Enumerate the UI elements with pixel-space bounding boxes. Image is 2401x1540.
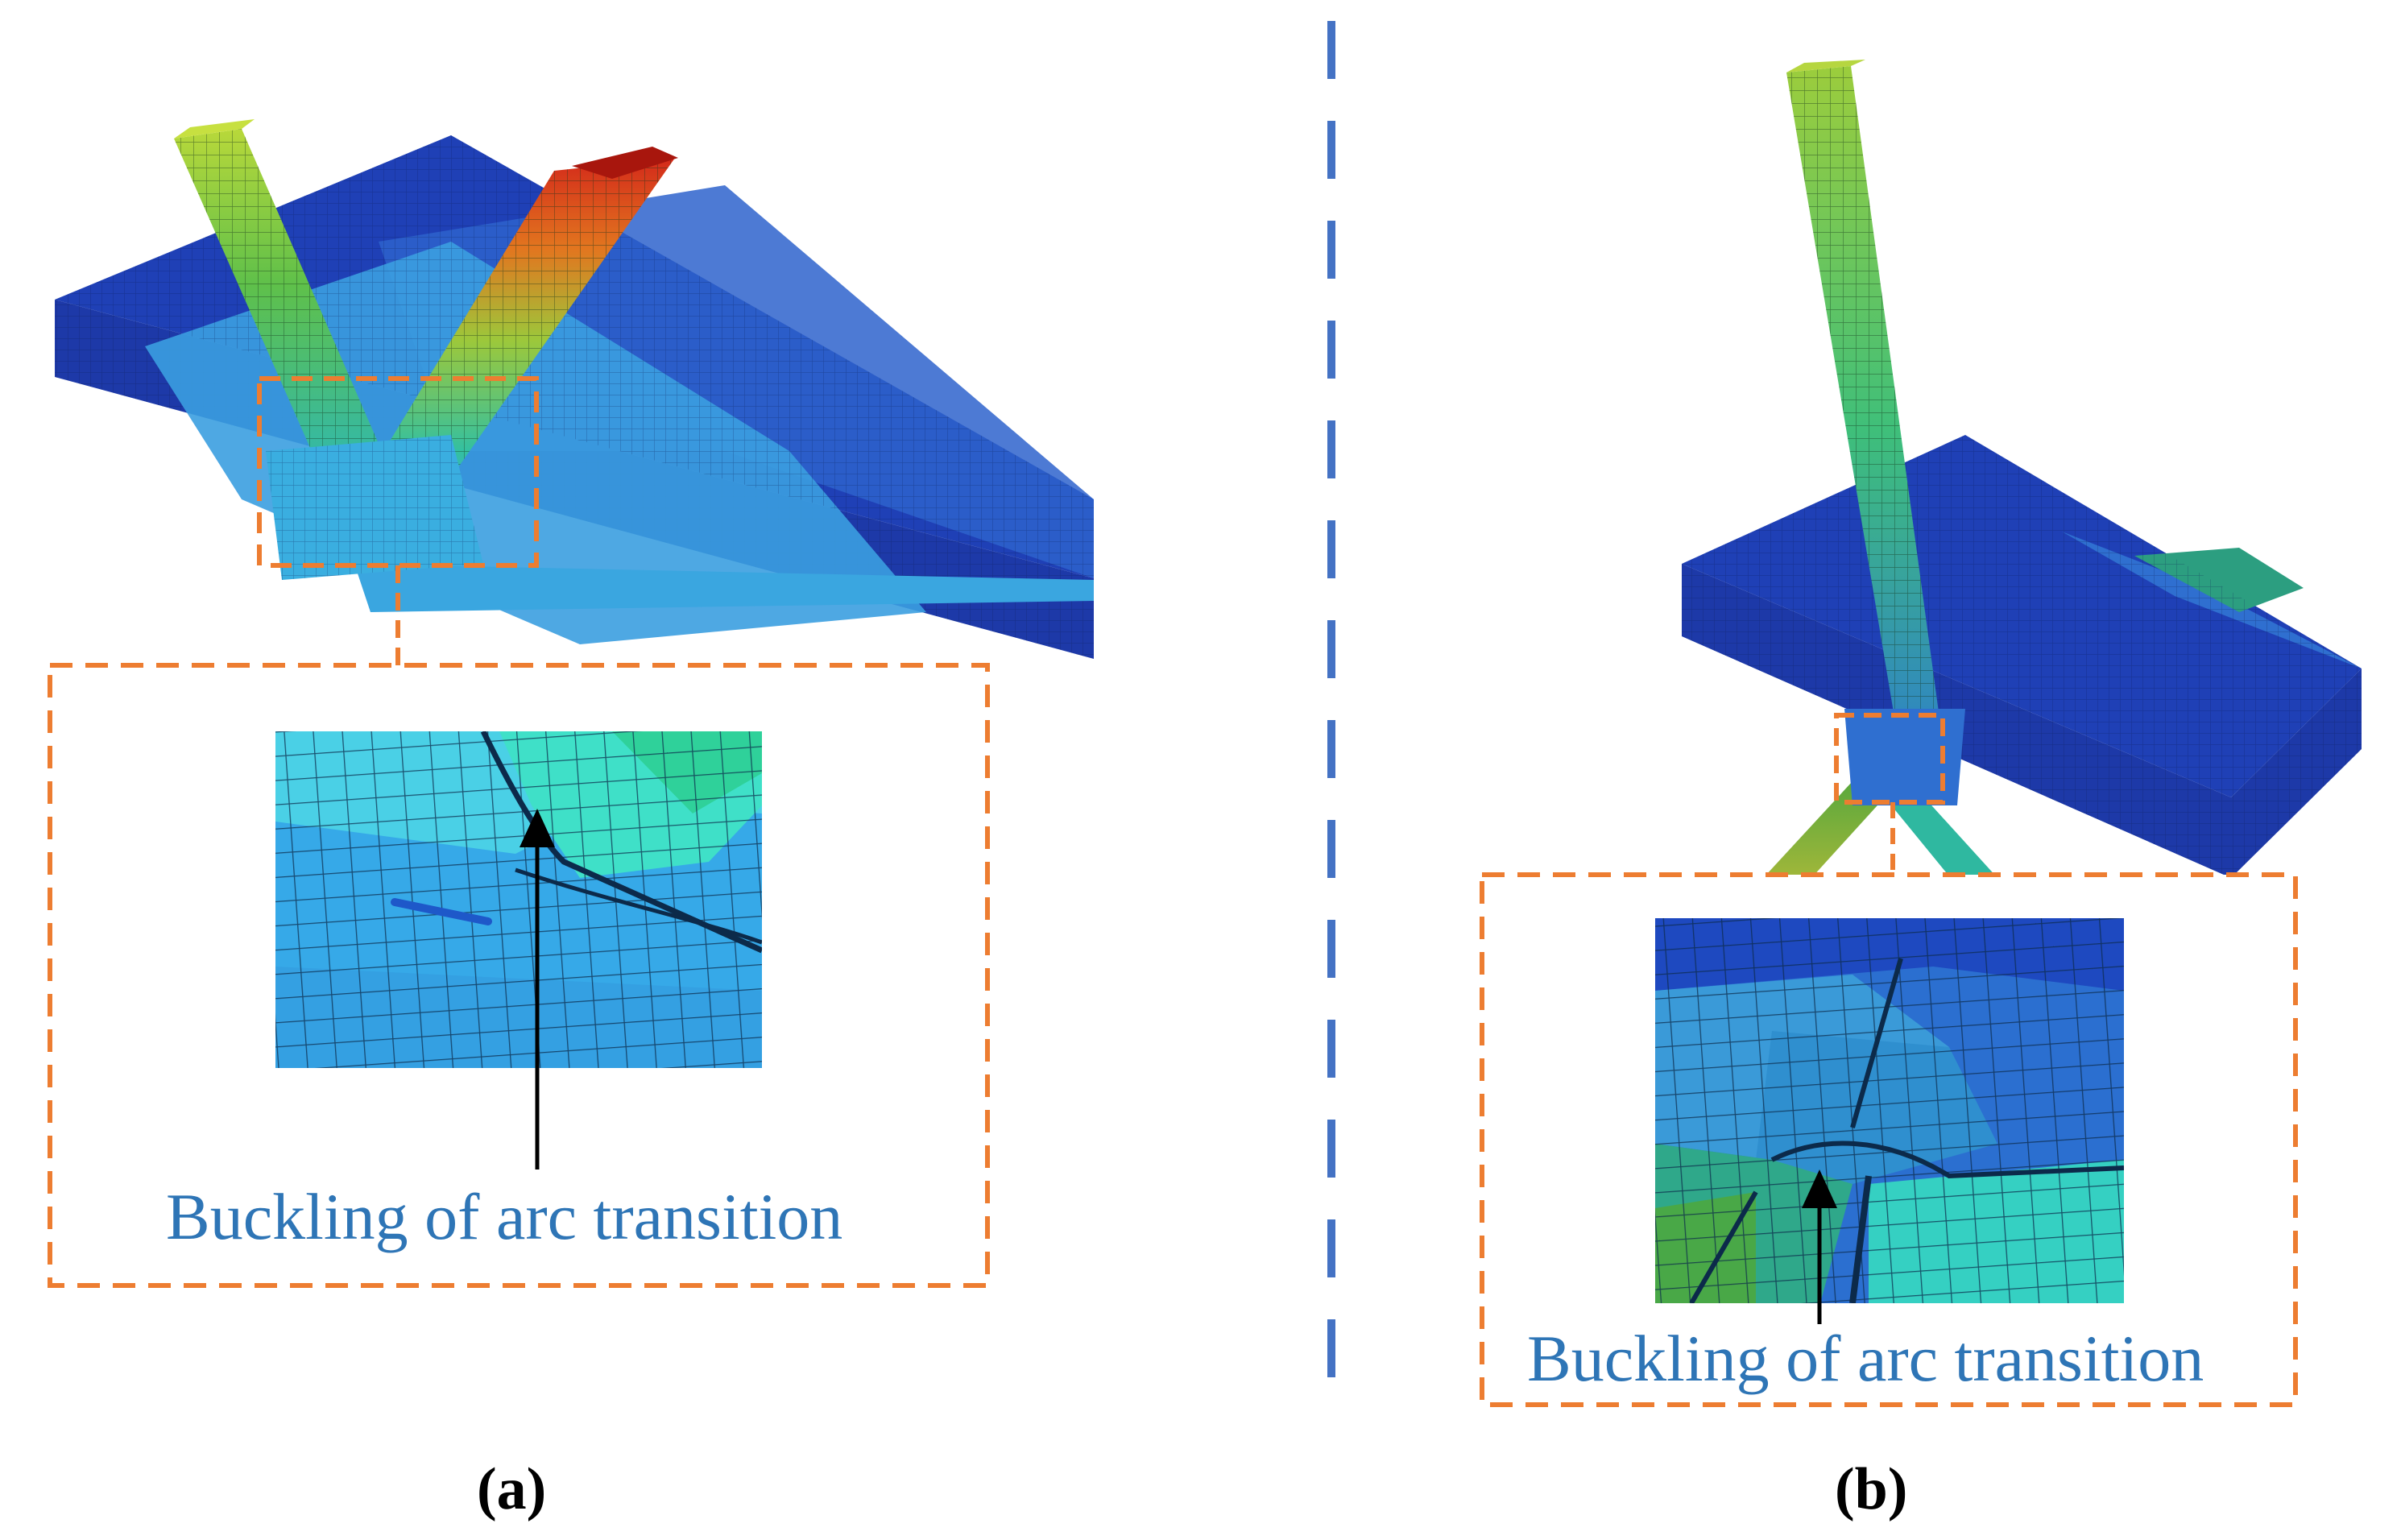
callout-text-b: Buckling of arc transition (1527, 1322, 2204, 1395)
zoom-image-b (1655, 918, 2124, 1303)
fe-model-b (1682, 60, 2362, 886)
arrow-b (1802, 1169, 1837, 1324)
selection-box-a (257, 376, 539, 568)
lower-strut-b-left (1756, 781, 1885, 886)
selection-box-b (1834, 713, 1945, 805)
panel-label-a: (a) (477, 1456, 547, 1522)
zoom-image-a (275, 731, 762, 1068)
panel-label-b: (b) (1835, 1456, 1908, 1522)
callout-text-a: Buckling of arc transition (166, 1180, 843, 1253)
fe-model-a (55, 119, 1094, 659)
lower-strut-b-right (1885, 789, 1997, 886)
joint-b (1844, 709, 1965, 805)
arrow-a (520, 809, 555, 1169)
